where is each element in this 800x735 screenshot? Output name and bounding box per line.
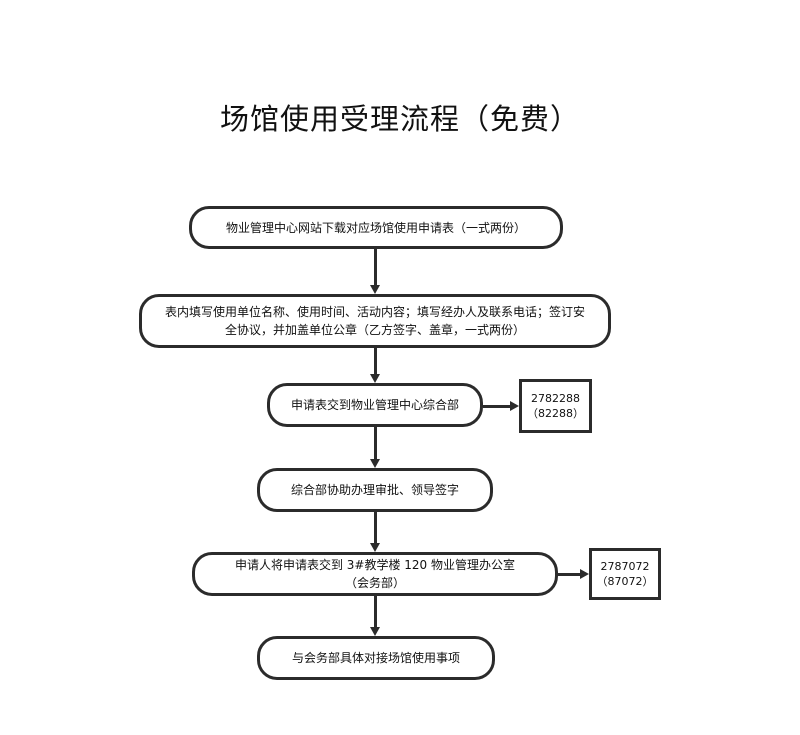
step-fill-form-line2: 全协议，并加盖单位公章（乙方签字、盖章，一式两份） (224, 323, 525, 337)
arrow-down-icon (370, 627, 380, 636)
step-submit-property-office: 申请人将申请表交到 3#教学楼 120 物业管理办公室 （会务部） (192, 552, 558, 596)
connector-1-2 (374, 249, 377, 286)
step-approval-text: 综合部协助办理审批、领导签字 (290, 483, 459, 497)
connector-5-6 (374, 596, 377, 628)
connector-2-3 (374, 348, 377, 375)
arrow-down-icon (370, 374, 380, 383)
arrow-down-icon (370, 543, 380, 552)
step-approval: 综合部协助办理审批、领导签字 (257, 468, 493, 512)
step-coordinate-venue-text: 与会务部具体对接场馆使用事项 (291, 651, 460, 665)
step-download-form: 物业管理中心网站下载对应场馆使用申请表（一式两份） (189, 206, 563, 249)
connector-note-2 (558, 573, 581, 576)
step-submit-property-office-line1: 申请人将申请表交到 3#教学楼 120 物业管理办公室 (234, 558, 516, 572)
contact-note-conference-dept: 2787072 （87072） (589, 548, 661, 600)
step-submit-general-dept-text: 申请表交到物业管理中心综合部 (290, 398, 459, 412)
arrow-right-icon (510, 401, 519, 411)
contact-phone: 2782288 (531, 392, 580, 405)
diagram-title: 场馆使用受理流程（免费） (219, 102, 580, 136)
contact-extension: （82288） (527, 407, 584, 420)
arrow-down-icon (370, 285, 380, 294)
connector-note-1 (483, 405, 511, 408)
contact-phone: 2787072 (600, 560, 650, 573)
step-download-form-text: 物业管理中心网站下载对应场馆使用申请表（一式两份） (225, 220, 526, 235)
step-coordinate-venue: 与会务部具体对接场馆使用事项 (257, 636, 495, 680)
step-submit-property-office-line2: （会务部） (344, 576, 405, 590)
contact-extension: （87072） (596, 575, 654, 588)
arrow-right-icon (580, 569, 589, 579)
connector-4-5 (374, 512, 377, 544)
step-fill-form-line1: 表内填写使用单位名称、使用时间、活动内容；填写经办人及联系电话；签订安 (164, 305, 585, 319)
step-fill-form: 表内填写使用单位名称、使用时间、活动内容；填写经办人及联系电话；签订安 全协议，… (139, 294, 611, 348)
connector-3-4 (374, 427, 377, 460)
contact-note-general-dept: 2782288 （82288） (519, 379, 592, 433)
arrow-down-icon (370, 459, 380, 468)
step-submit-general-dept: 申请表交到物业管理中心综合部 (267, 383, 483, 427)
